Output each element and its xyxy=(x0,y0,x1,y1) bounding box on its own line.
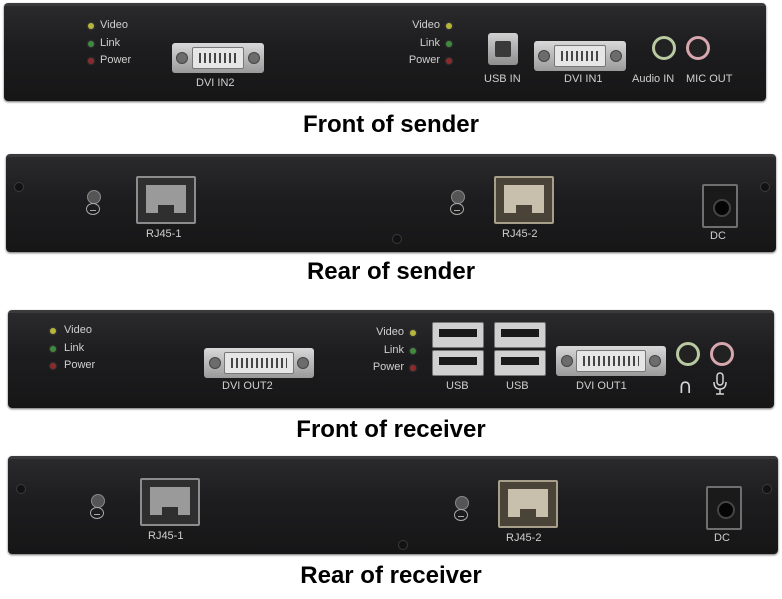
dvi-in2-label: DVI IN2 xyxy=(196,77,235,89)
dc-power-jack xyxy=(706,486,742,530)
video-label-left: Video xyxy=(100,19,128,31)
front-of-sender-panel: Video Link Power DVI IN2 Video Link Powe… xyxy=(4,3,766,101)
front-of-receiver-panel: Video Link Power DVI OUT2 Video Link Pow… xyxy=(8,310,774,408)
rj45-2-label: RJ45-2 xyxy=(506,532,542,544)
headphone-icon: ∩ xyxy=(678,374,693,398)
dvi-out2-label: DVI OUT2 xyxy=(222,380,273,392)
mic-out-label: MIC OUT xyxy=(686,73,733,85)
usb-b-port xyxy=(488,33,518,65)
link-label-right: Link xyxy=(419,37,440,49)
usb-a-port-2-top xyxy=(494,322,546,348)
usb-1-label: USB xyxy=(446,380,469,392)
rj45-2-label: RJ45-2 xyxy=(502,228,538,240)
link-label-left: Link xyxy=(100,37,121,49)
power-led-right xyxy=(446,58,452,64)
power-label-right: Power xyxy=(372,361,404,373)
screw-hole xyxy=(16,484,26,494)
link-label-right: Link xyxy=(383,344,404,356)
ground-screw-icon xyxy=(454,496,469,522)
dvi-out2-port xyxy=(204,348,314,378)
dc-label: DC xyxy=(710,230,726,242)
power-label-left: Power xyxy=(64,359,96,371)
microphone-jack xyxy=(710,342,734,366)
usb-in-label: USB IN xyxy=(484,73,521,85)
power-label-left: Power xyxy=(100,54,132,66)
rj45-2-port xyxy=(494,176,554,224)
screw-hole xyxy=(392,234,402,244)
link-led-right xyxy=(446,41,452,47)
rj45-1-label: RJ45-1 xyxy=(148,530,184,542)
mic-out-jack xyxy=(686,36,710,60)
video-label-left: Video xyxy=(64,324,92,336)
link-label-left: Link xyxy=(64,342,85,354)
power-led-left xyxy=(50,363,56,369)
link-led-right xyxy=(410,348,416,354)
dvi-out1-label: DVI OUT1 xyxy=(576,380,627,392)
headphone-jack xyxy=(676,342,700,366)
caption-rear-of-sender: Rear of sender xyxy=(306,258,476,285)
usb-a-port-1-bottom xyxy=(432,350,484,376)
power-label-right: Power xyxy=(408,54,440,66)
dvi-in2-port xyxy=(172,43,264,73)
usb-2-label: USB xyxy=(506,380,529,392)
usb-a-port-1-top xyxy=(432,322,484,348)
screw-hole xyxy=(398,540,408,550)
link-led-left xyxy=(88,41,94,47)
video-led-left xyxy=(50,328,56,334)
link-led-left xyxy=(50,346,56,352)
dc-label: DC xyxy=(714,532,730,544)
ground-screw-icon xyxy=(86,190,101,216)
usb-a-port-2-bottom xyxy=(494,350,546,376)
rj45-1-port xyxy=(136,176,196,224)
rj45-1-port xyxy=(140,478,200,526)
rj45-2-port xyxy=(498,480,558,528)
video-label-right: Video xyxy=(412,19,440,31)
audio-in-label: Audio IN xyxy=(632,73,675,85)
dvi-out1-port xyxy=(556,346,666,376)
dc-power-jack xyxy=(702,184,738,228)
rear-of-receiver-panel: RJ45-1 RJ45-2 DC xyxy=(8,456,778,554)
caption-front-of-receiver: Front of receiver xyxy=(296,416,486,443)
power-led-right xyxy=(410,365,416,371)
video-led-right xyxy=(446,23,452,29)
screw-hole xyxy=(762,484,772,494)
rj45-1-label: RJ45-1 xyxy=(146,228,182,240)
caption-front-of-sender: Front of sender xyxy=(302,111,479,138)
audio-in-jack xyxy=(652,36,676,60)
power-led-left xyxy=(88,58,94,64)
ground-screw-icon xyxy=(450,190,465,216)
rear-of-sender-panel: RJ45-1 RJ45-2 DC xyxy=(6,154,776,252)
video-led-left xyxy=(88,23,94,29)
screw-hole xyxy=(14,182,24,192)
screw-hole xyxy=(760,182,770,192)
video-label-right: Video xyxy=(376,326,404,338)
caption-rear-of-receiver: Rear of receiver xyxy=(300,562,482,589)
video-led-right xyxy=(410,330,416,336)
microphone-icon xyxy=(713,372,727,395)
dvi-in1-port xyxy=(534,41,626,71)
dvi-in1-label: DVI IN1 xyxy=(564,73,603,85)
ground-screw-icon xyxy=(90,494,105,520)
